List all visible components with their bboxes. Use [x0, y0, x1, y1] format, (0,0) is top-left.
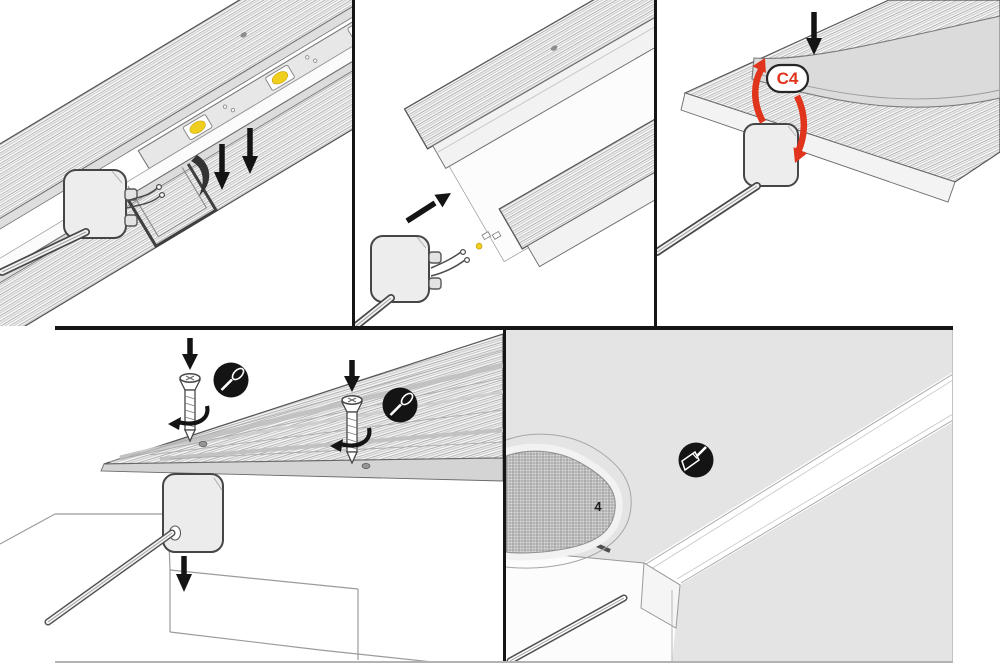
- plaster-wavy-edge: [506, 433, 632, 569]
- assembled-profile: [100, 333, 503, 482]
- screw: [178, 373, 202, 443]
- divider-vertical-3: [503, 330, 506, 662]
- rotation-arrow-icon: [330, 427, 372, 452]
- upper-rail-web: [432, 0, 654, 169]
- back-rail-lip: [0, 0, 352, 298]
- step-4-panel-screw-fix: [0, 330, 503, 662]
- screwdriver-badge-icon: [382, 387, 418, 423]
- profile-assembly: [0, 0, 352, 326]
- led-dot: [475, 242, 483, 250]
- fixing-hole: [550, 45, 558, 51]
- profile-front-bevel: [100, 457, 503, 482]
- step-2-panel-slide-on-end-cap: [355, 0, 654, 326]
- power-cable: [506, 594, 628, 662]
- phillips-cross-icon: [347, 397, 357, 403]
- led-module: [182, 114, 213, 141]
- led-wires: [126, 184, 166, 209]
- power-cable: [44, 529, 176, 626]
- upper-rail-flange: [403, 0, 654, 150]
- connector-label-pill: C4: [765, 63, 810, 94]
- red-curved-arrow-right-icon: [793, 94, 808, 163]
- power-cable: [0, 228, 90, 276]
- screwdriver-badge-icon: [213, 362, 249, 398]
- screw: [340, 395, 364, 465]
- strip-connector: [491, 230, 502, 240]
- end-cap: [162, 473, 224, 553]
- ceiling-recess: [0, 513, 439, 662]
- led-wires: [430, 249, 470, 277]
- lower-rail-web: [526, 0, 654, 268]
- power-cable: [657, 182, 761, 256]
- connector-label: C4: [777, 69, 799, 88]
- profile-end: [640, 562, 681, 629]
- material-label: 4: [594, 499, 602, 514]
- end-cap: [743, 123, 799, 187]
- screw-hole: [361, 463, 371, 469]
- down-arrow-icon: [176, 556, 192, 592]
- profile-rails: [403, 0, 654, 268]
- aluminium-profile-web: [680, 92, 956, 203]
- divider-vertical-2: [654, 0, 657, 330]
- diagonal-arrow-icon: [405, 193, 451, 224]
- solder-pads: [222, 55, 318, 113]
- end-cap: [63, 169, 138, 239]
- down-arrow-icon: [242, 128, 258, 174]
- fixing-hole: [240, 32, 247, 38]
- step-3-panel-press-in-cover: C4: [657, 0, 1000, 326]
- down-arrow-icon: [214, 144, 230, 190]
- screw-hole: [198, 441, 208, 447]
- step-1-panel-insert-led-strip: [0, 0, 352, 326]
- phillips-cross-icon: [185, 375, 195, 381]
- putty-knife-badge-icon: [678, 442, 714, 478]
- led-strip: [137, 0, 352, 170]
- strip-curl-tab: [191, 155, 210, 196]
- light-slot-band: [644, 372, 953, 585]
- joint-mesh-tape: [506, 433, 632, 569]
- end-cap: [370, 235, 442, 303]
- down-arrow-icon: [806, 12, 822, 55]
- ceiling-recess: [506, 549, 681, 662]
- red-curved-arrow-left-icon: [752, 58, 766, 124]
- strip-connector: [481, 231, 492, 241]
- divider-vertical-1: [352, 0, 355, 330]
- mounting-bracket-inner: [127, 167, 208, 238]
- divider-horizontal: [55, 326, 953, 330]
- lower-rail-flange: [498, 0, 654, 250]
- rotation-arrow-icon: [168, 405, 210, 430]
- power-cable: [355, 294, 395, 326]
- led-module: [265, 64, 295, 91]
- down-arrow-icon: [344, 360, 360, 392]
- step-5-panel-plaster-over: 4: [506, 330, 953, 662]
- down-arrow-icon: [182, 338, 198, 370]
- bottom-edge-line: [55, 661, 953, 663]
- led-module: [347, 15, 352, 42]
